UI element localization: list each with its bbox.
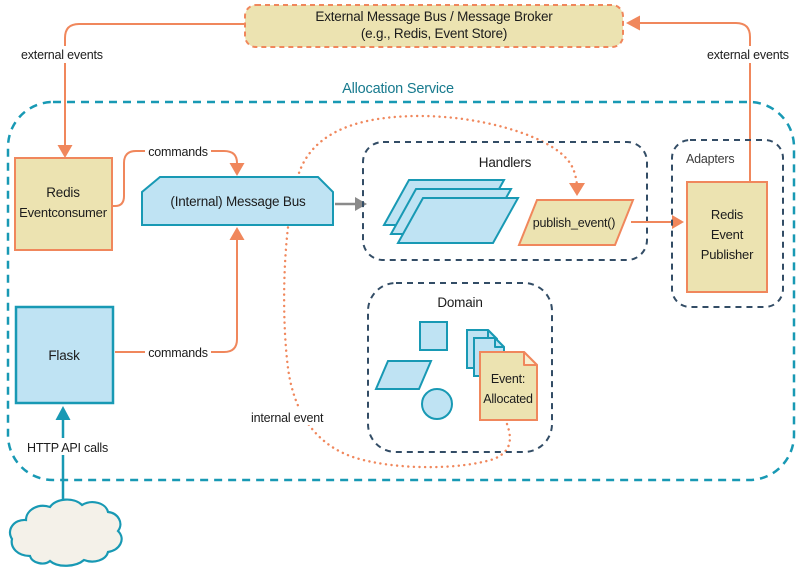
redis-eventconsumer-box: Redis Eventconsumer [14, 157, 113, 251]
consumer-line2: Eventconsumer [19, 205, 108, 220]
domain-title: Domain [437, 295, 482, 310]
svg-text:external events: external events [21, 48, 103, 62]
external-events-right-label: external events [702, 46, 794, 63]
redis-event-publisher-box: Redis Event Publisher [686, 181, 768, 293]
commands-top-arrow: commands [111, 143, 245, 207]
publisher-line1: Redis [711, 207, 744, 222]
external-bus-title-line1: External Message Bus / Message Broker [315, 9, 553, 24]
commands-top-label: commands [148, 145, 208, 159]
commands-bottom-arrow: commands [115, 227, 245, 360]
external-events-left-arrow [57, 23, 245, 158]
external-events-left-label: external events [17, 46, 109, 63]
publisher-line3: Publisher [701, 247, 754, 262]
adapters-title: Adapters [686, 152, 734, 166]
commands-bottom-label: commands [148, 346, 208, 360]
handler-parallelogram-stack [382, 179, 520, 244]
flask-label: Flask [48, 348, 80, 363]
http-api-calls-label: HTTP API calls [27, 441, 108, 455]
event-allocated-note: Event: Allocated [479, 351, 538, 421]
http-api-arrow: HTTP API calls [23, 406, 109, 503]
svg-text:external events: external events [707, 48, 789, 62]
domain-square-shape [419, 321, 448, 351]
internet-cloud [8, 498, 123, 567]
internal-message-bus: (Internal) Message Bus [141, 176, 334, 226]
internal-message-bus-label: (Internal) Message Bus [170, 194, 306, 209]
internal-event-label: internal event [248, 408, 324, 425]
adapters-box: Adapters Redis Event Publisher [671, 139, 784, 308]
external-bus-title-line2: (e.g., Redis, Event Store) [361, 26, 507, 41]
domain-circle-shape [421, 388, 453, 420]
external-message-bus-box: External Message Bus / Message Broker (e… [244, 4, 624, 48]
consumer-line1: Redis [46, 185, 80, 200]
bus-to-handlers-arrow [335, 197, 367, 211]
handlers-title: Handlers [479, 155, 532, 170]
flask-box: Flask [14, 305, 115, 405]
event-note-line2: Allocated [483, 392, 533, 406]
publish-event-label: publish_event() [533, 216, 616, 230]
publish-to-publisher-arrow [631, 215, 684, 229]
handlers-box: Handlers publish_event() [362, 141, 648, 261]
domain-box: Domain Event: Allocated [367, 282, 553, 453]
external-events-right-arrow [626, 15, 751, 182]
svg-text:internal event: internal event [251, 411, 324, 425]
allocation-service-title: Allocation Service [342, 81, 454, 97]
publisher-line2: Event [711, 227, 744, 242]
internal-event-dotted-loop [282, 114, 585, 469]
event-note-line1: Event: [491, 372, 525, 386]
publish-event-shape: publish_event() [517, 199, 635, 246]
domain-parallelogram-shape [374, 360, 433, 390]
allocation-service-boundary: Allocation Service [6, 81, 796, 482]
